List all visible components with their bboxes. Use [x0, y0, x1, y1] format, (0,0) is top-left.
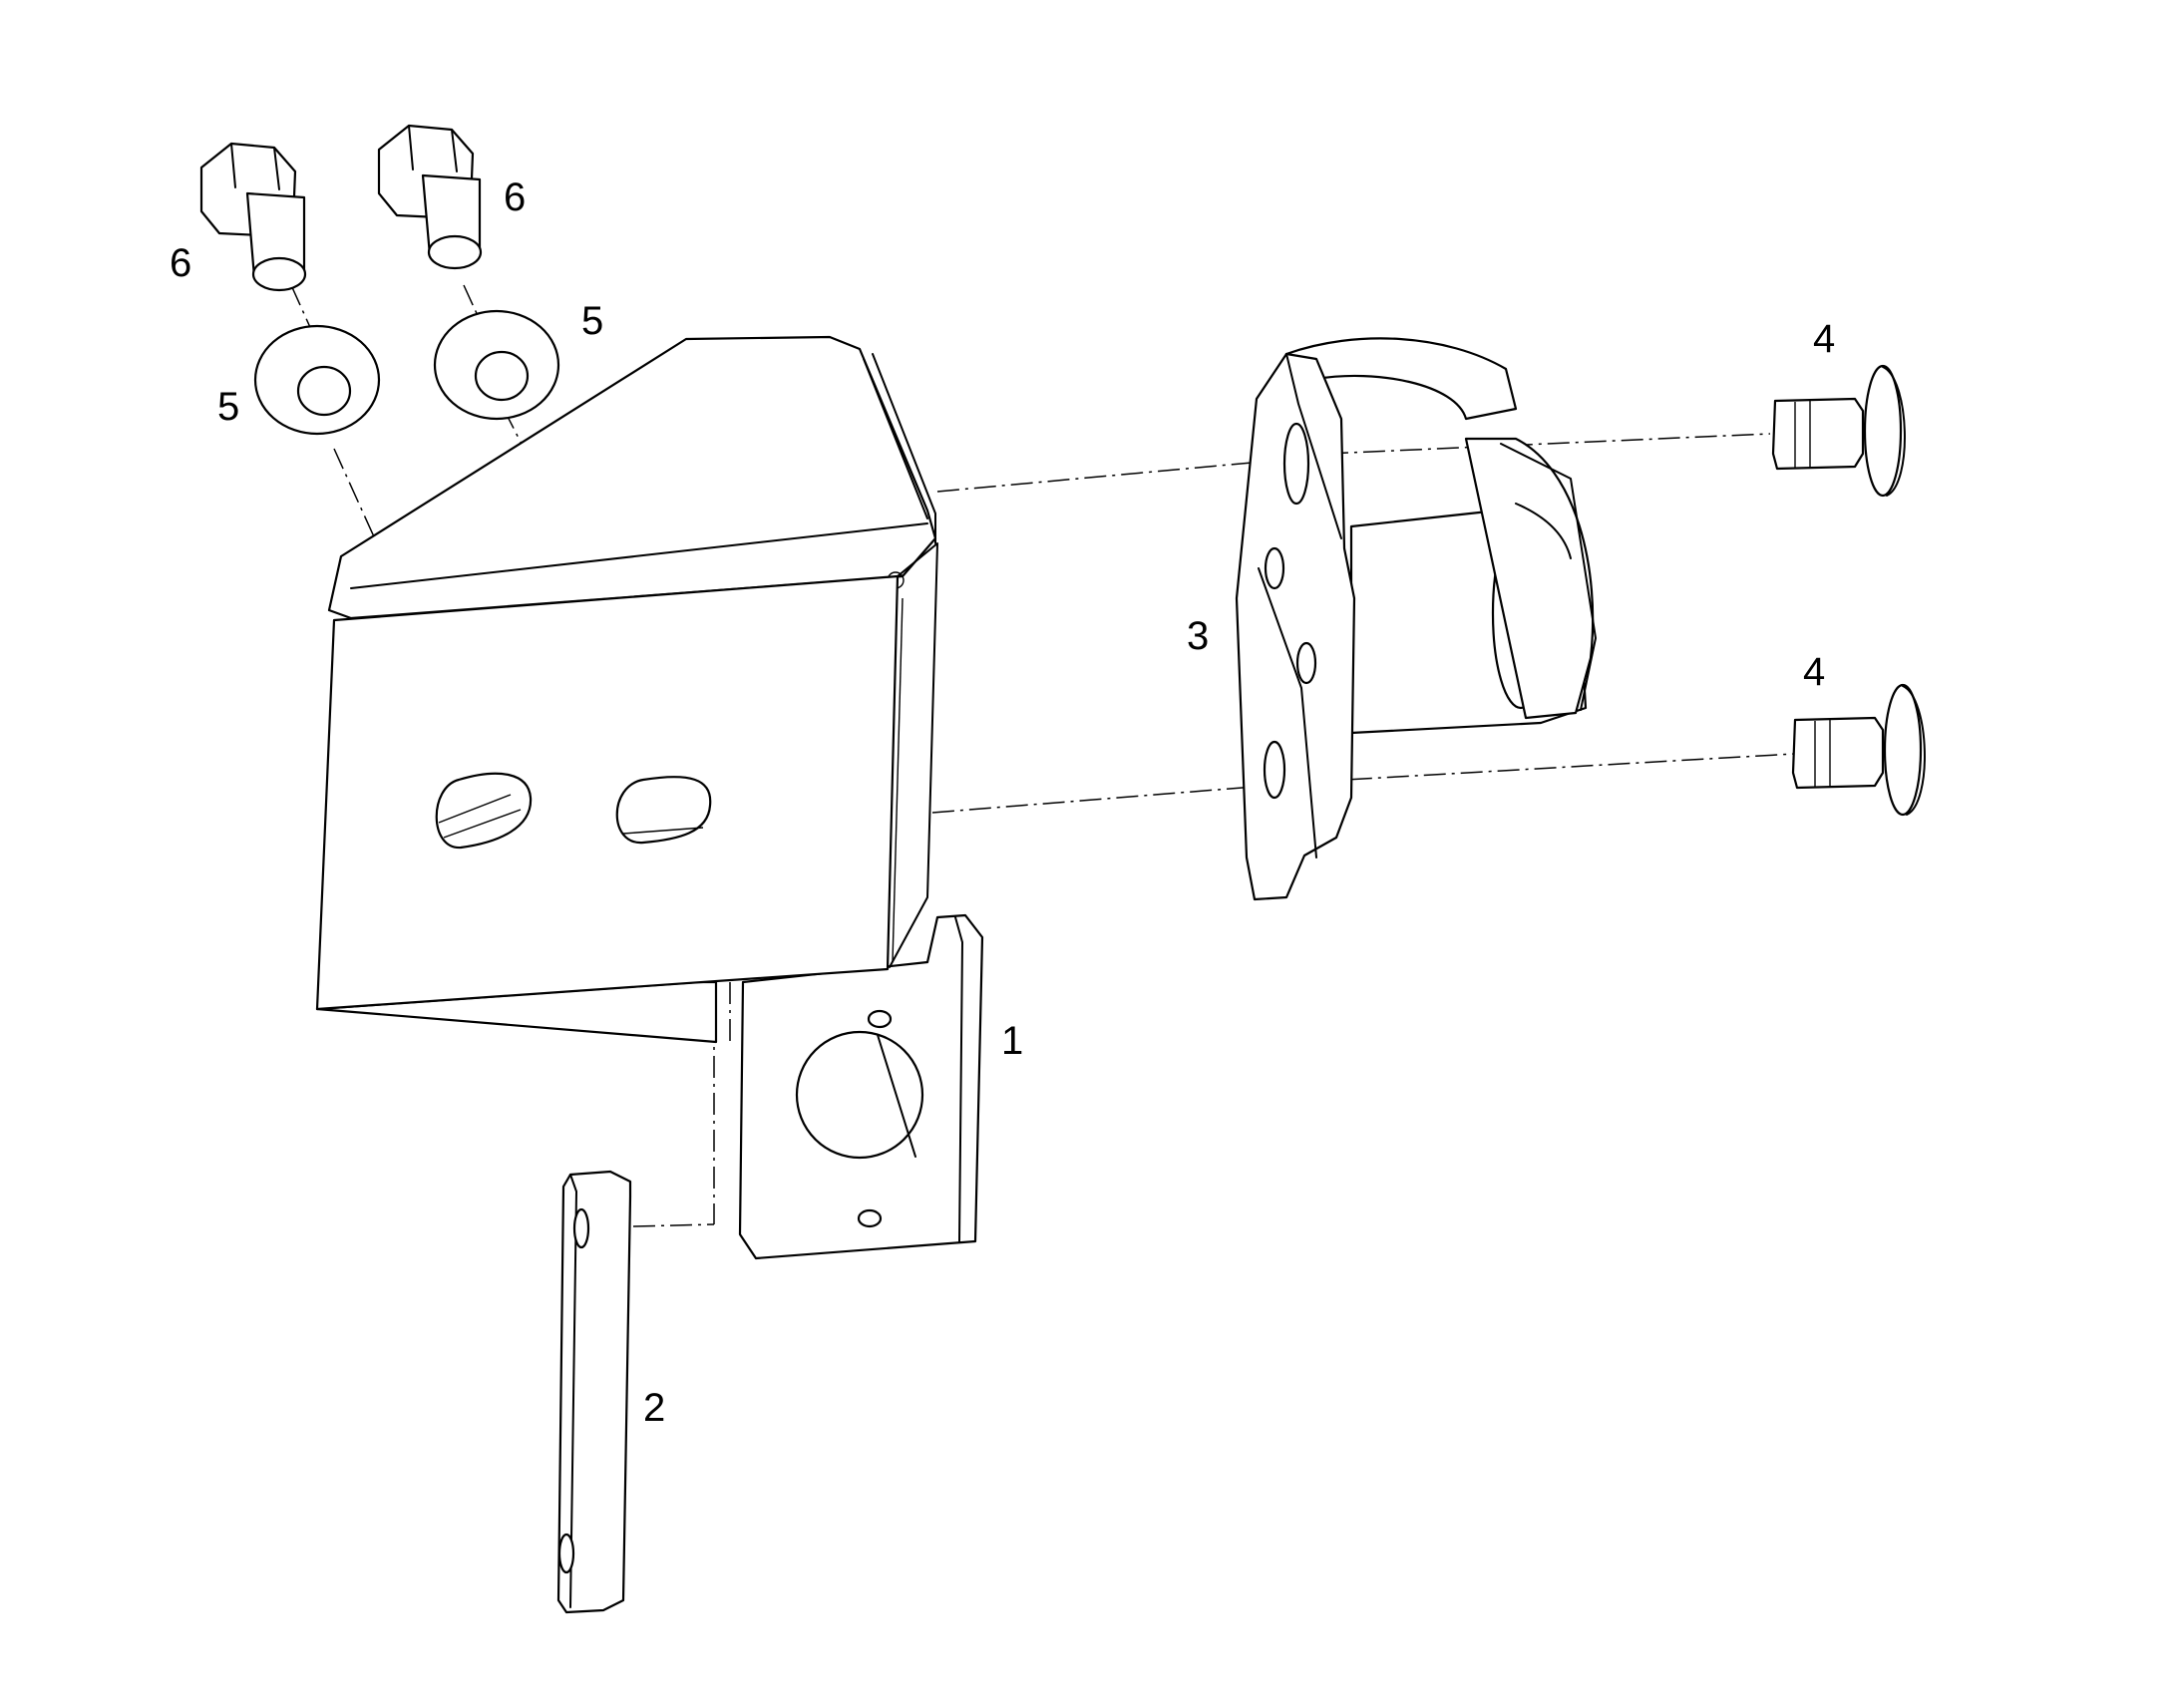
callout-5-right: 5	[581, 299, 604, 343]
shoulder-bolt-upper	[1771, 364, 1906, 498]
callout-2: 2	[643, 1386, 666, 1430]
hex-bolt-right	[377, 124, 483, 270]
callout-6-right: 6	[504, 175, 527, 219]
washer-right	[433, 309, 560, 421]
callout-4-lower: 4	[1803, 650, 1826, 694]
main-bracket	[315, 335, 984, 1260]
link-plate	[556, 1170, 632, 1614]
callout-6-left: 6	[170, 241, 192, 285]
callout-5-left: 5	[217, 385, 240, 429]
pivot-bracket	[1235, 337, 1597, 901]
washer-left	[253, 324, 381, 436]
callout-3: 3	[1187, 614, 1210, 658]
hex-bolt-left	[199, 142, 307, 292]
shoulder-bolt-lower	[1791, 683, 1926, 817]
callout-1: 1	[1001, 1019, 1024, 1063]
callout-4-upper: 4	[1813, 317, 1836, 361]
